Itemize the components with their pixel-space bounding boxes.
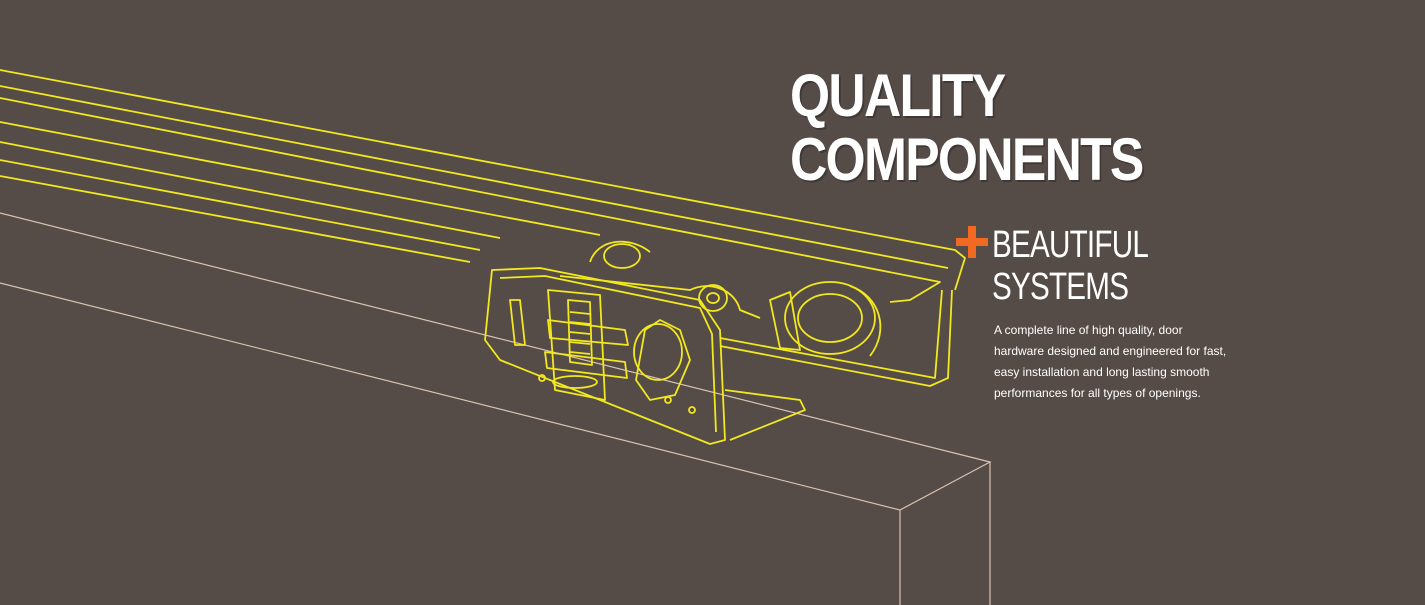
headline-line-1: QUALITY [790, 62, 1006, 129]
track-rail-outline [0, 69, 966, 387]
headline: QUALITY COMPONENTS [790, 64, 1210, 192]
subheadline-line-2: SYSTEMS [992, 266, 1129, 308]
trolley-assembly-outline [559, 240, 882, 357]
mounting-bracket-outline [484, 267, 806, 445]
headline-line-2: COMPONENTS [790, 126, 1144, 193]
description-text: A complete line of high quality, door ha… [994, 323, 1227, 400]
subheadline: BEAUTIFUL SYSTEMS [956, 224, 1192, 308]
subheadline-line-1: BEAUTIFUL [992, 224, 1149, 266]
plus-icon [956, 226, 988, 258]
door-panel-outline [0, 212, 992, 605]
